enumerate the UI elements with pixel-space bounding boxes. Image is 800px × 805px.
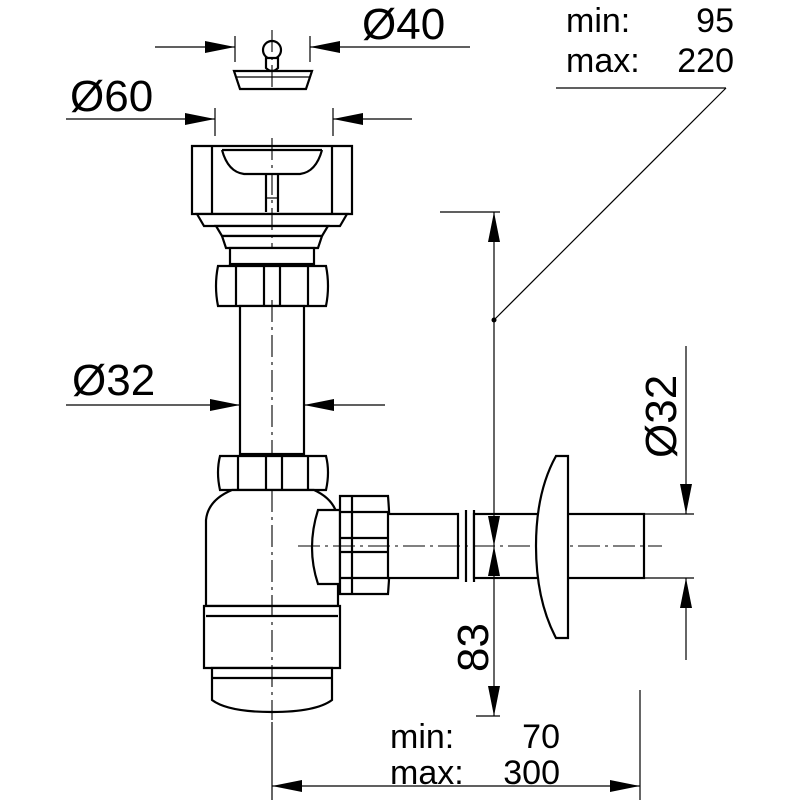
plug-diameter-dimension: Ø40: [155, 0, 470, 62]
lower-nut: [216, 454, 330, 492]
reach-min-value: 70: [522, 718, 560, 756]
trap-bottle: [202, 488, 342, 720]
drain-plug: [232, 30, 314, 92]
reach-max-label: max:: [390, 754, 464, 792]
tube-diameter-label: Ø32: [72, 356, 155, 405]
height-max-label: max:: [566, 42, 640, 80]
side-nut: [338, 494, 392, 596]
tube-diameter-dimension: Ø32: [66, 356, 385, 411]
flange-diameter-label: Ø60: [70, 72, 153, 121]
height-max-value: 220: [677, 42, 734, 80]
upper-nut: [214, 246, 330, 308]
outlet-pipe: [298, 510, 662, 582]
plug-diameter-label: Ø40: [362, 0, 445, 49]
wall-rosette: [534, 454, 570, 640]
drain-head: [190, 138, 354, 256]
vertical-tube: [238, 300, 306, 460]
flange-diameter-dimension: Ø60: [66, 72, 412, 136]
height-min-value: 95: [696, 2, 734, 40]
outlet-diameter-dimension: Ø32: [637, 346, 694, 660]
height-min-label: min:: [566, 2, 630, 40]
outlet-diameter-label: Ø32: [637, 375, 686, 458]
reach-min-label: min:: [390, 718, 454, 756]
reach-dimension: [271, 690, 641, 800]
outlet-height-label: 83: [449, 623, 498, 672]
height-dimension: [440, 87, 727, 717]
reach-max-value: 300: [503, 754, 560, 792]
